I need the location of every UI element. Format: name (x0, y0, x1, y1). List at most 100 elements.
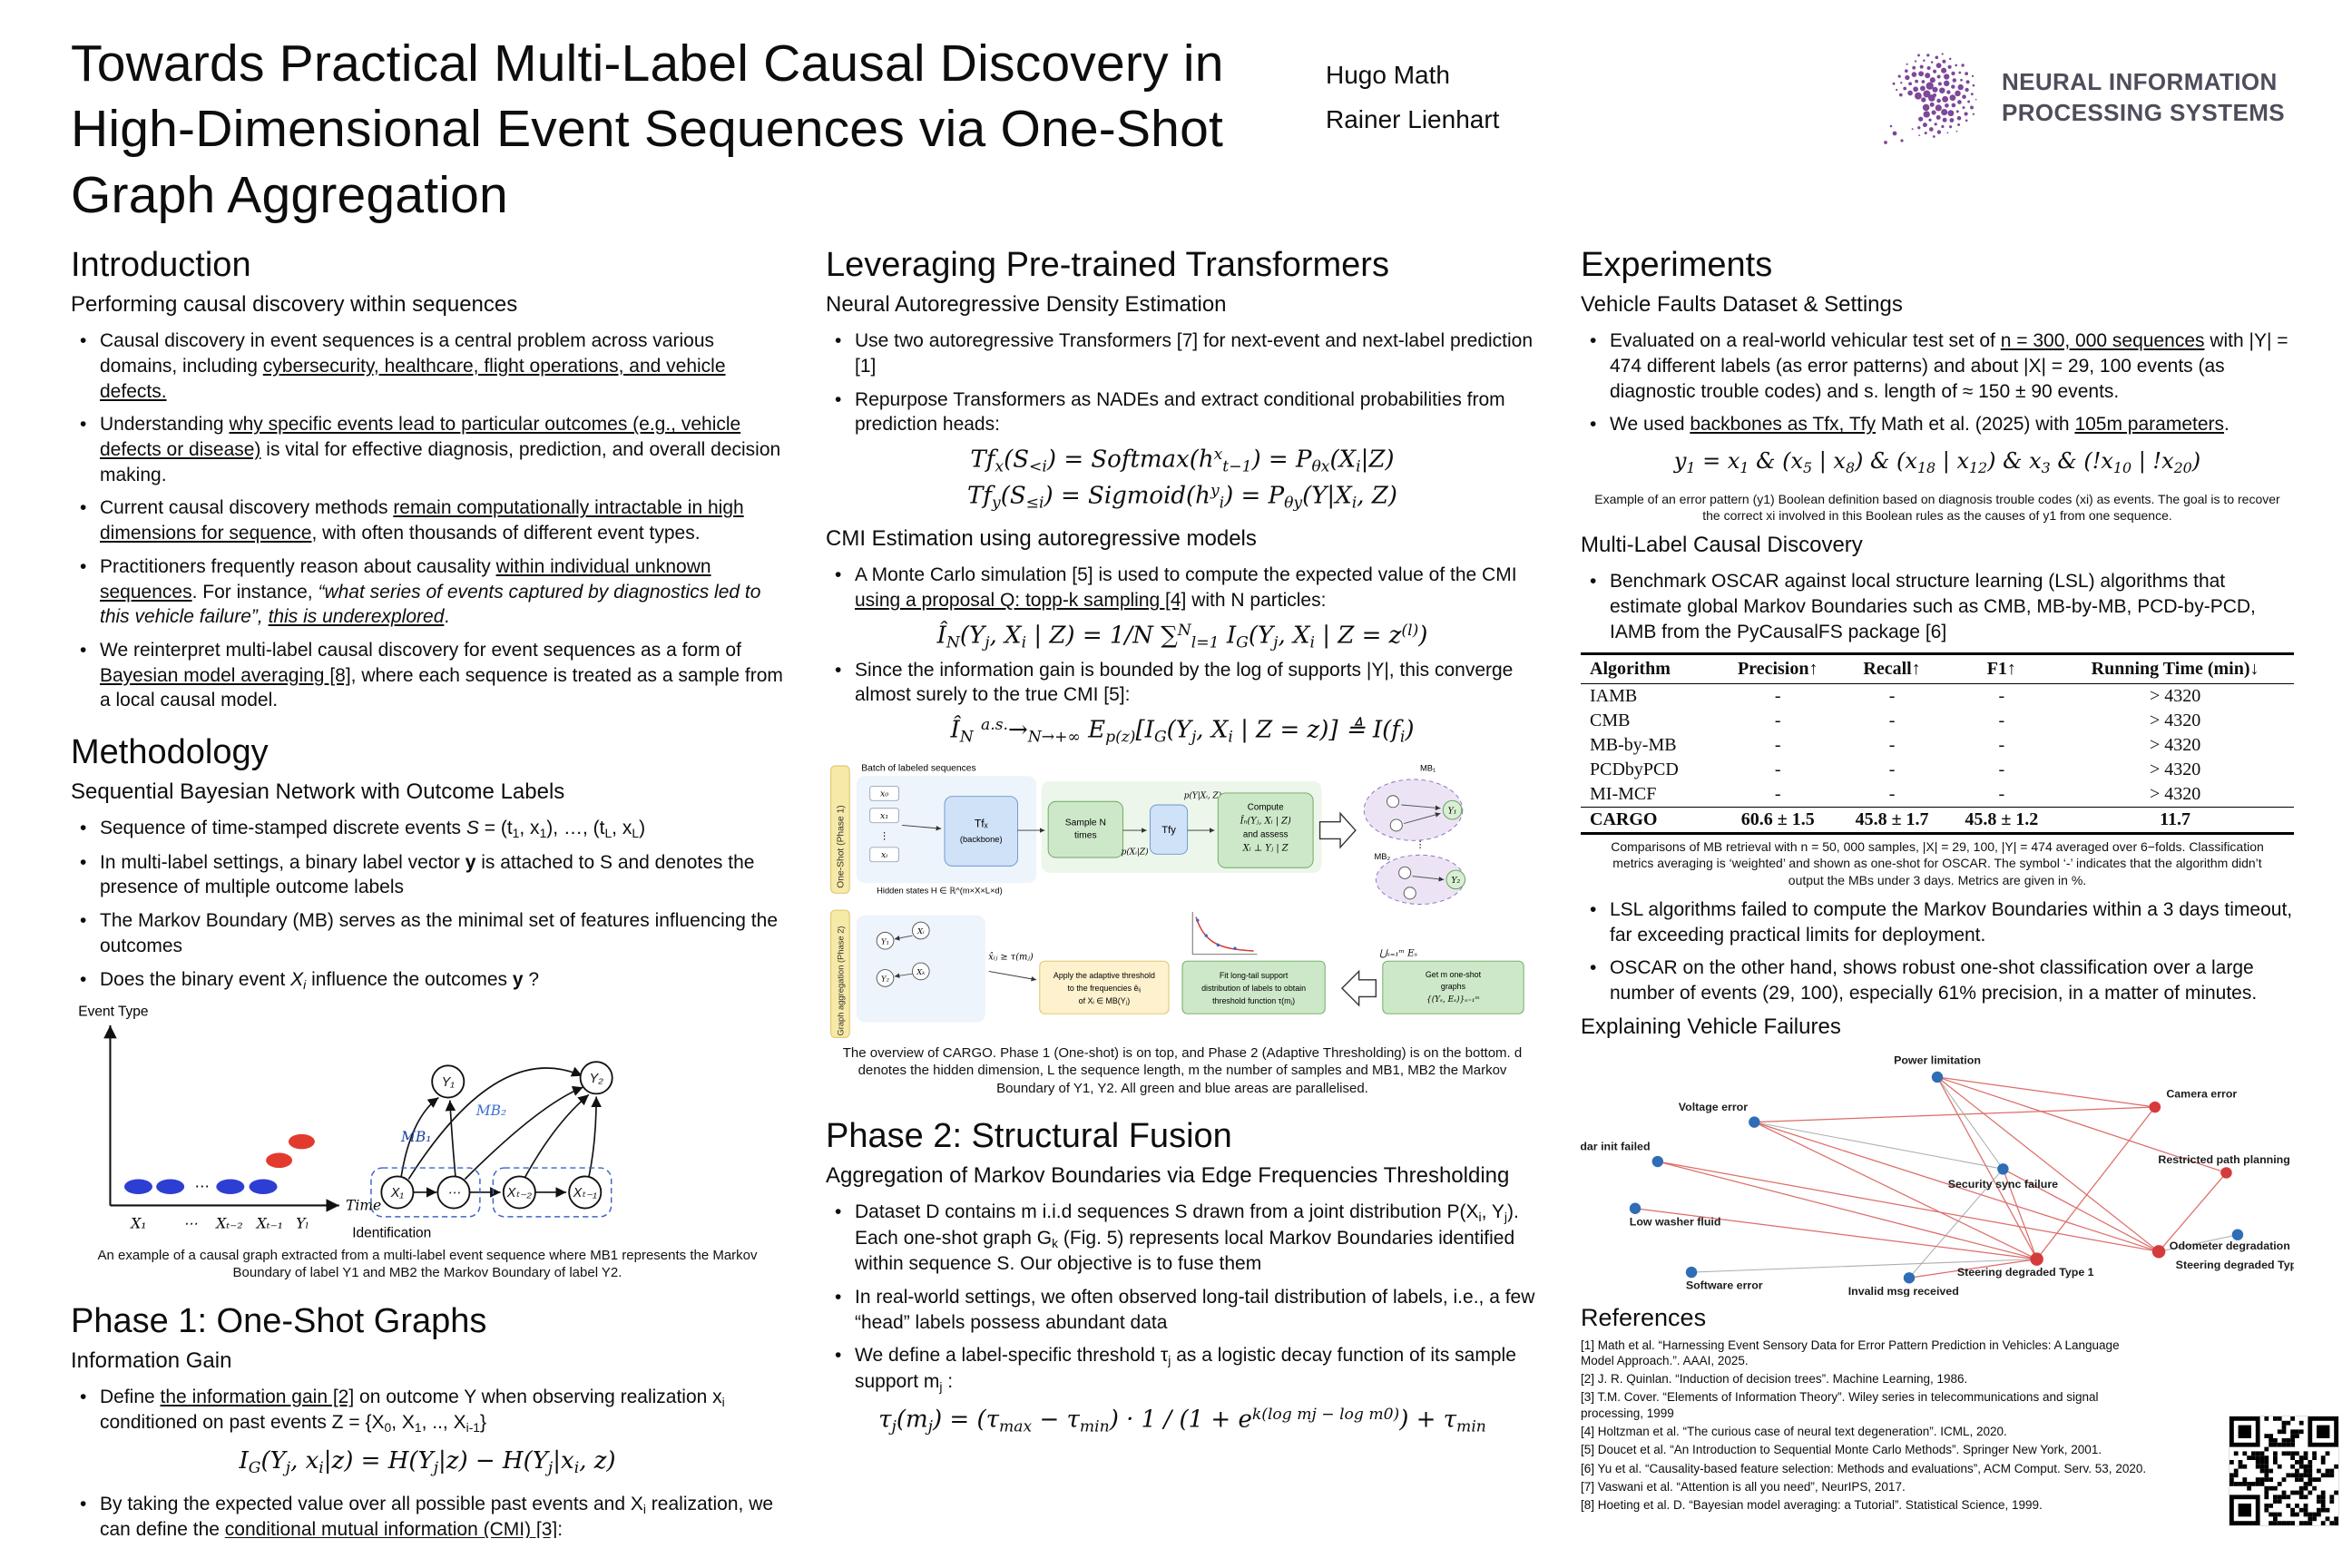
hidden-states-label: Hidden states H ∈ ℝ^(m×X×L×d) (877, 886, 1003, 895)
svg-text:Xᵢ ⊥ Yⱼ | Z: Xᵢ ⊥ Yⱼ | Z (1242, 843, 1289, 853)
bullet-item: Practitioners frequently reason about ca… (71, 554, 784, 630)
reference-item: [5] Doucet et al. “An Introduction to Se… (1581, 1443, 2102, 1457)
bullet-item: By taking the expected value over all po… (71, 1492, 784, 1538)
svg-text:to the frequencies êᵢⱼ: to the frequencies êᵢⱼ (1067, 984, 1141, 993)
table-cell: IAMB (1590, 686, 1638, 707)
svg-text:Xₜ₋₂: Xₜ₋₂ (215, 1215, 242, 1231)
tfy-label: Tfy (1161, 825, 1176, 836)
table-cell: - (1998, 710, 2005, 731)
fit-box: Fit long-tail support (1220, 971, 1289, 980)
reference-item: [1] Math et al. “Harnessing Event Sensor… (1581, 1338, 2120, 1367)
table-cell: > 4320 (2149, 686, 2201, 707)
svg-text:⋮: ⋮ (879, 831, 888, 841)
bullet-item: Dataset D contains m i.i.d sequences S d… (826, 1200, 1539, 1277)
convergence-formula: ÎN a.s.→N→+∞ Ep(z)[IG(Yj, Xi | Z = z)] ≜… (950, 716, 1415, 747)
svg-text:Y₂: Y₂ (881, 974, 890, 983)
apply-box: Apply the adaptive threshold (1054, 971, 1155, 980)
bullet-item: Understanding why specific events lead t… (71, 412, 784, 487)
methodology-bullets: Sequence of time-stamped discrete events… (71, 816, 784, 993)
section-heading-phase2: Phase 2: Structural Fusion (826, 1117, 1232, 1156)
causal-graph-figure: Event Type Time ⋯ X₁ ⋯ Xₜ₋₂ Xₜ₋₁ Yₗ (71, 1001, 784, 1282)
phase1-bullets: Define the information gain [2] on outco… (71, 1385, 784, 1436)
section-heading-experiments: Experiments (1581, 246, 1773, 285)
qr-code (2229, 1416, 2339, 1526)
dag-node-xt1: Xₜ₋₁ (573, 1186, 598, 1200)
bullet-item: We define a label-specific threshold τj … (826, 1343, 1539, 1395)
reference-item: [6] Yu et al. “Causality-based feature s… (1581, 1461, 2147, 1475)
results-table: Algorithm Precision↑ Recall↑ F1↑ Running… (1581, 652, 2294, 836)
tau-formula: τj(mj) = (τmax − τmin) · 1 ∕ (1 + ek(log… (878, 1406, 1486, 1437)
bullet-text: Dataset D contains m i.i.d sequences S d… (855, 1201, 1519, 1275)
bullet-text: By taking the expected value over all po… (100, 1493, 774, 1539)
y2-node: Y₂ (1451, 876, 1460, 886)
svg-text:of Xᵢ ∈ MB(Yⱼ): of Xᵢ ∈ MB(Yⱼ) (1079, 996, 1131, 1005)
table-header: Precision↑ (1718, 652, 1838, 685)
section-heading-references: References (1581, 1303, 1707, 1331)
svg-text:⋯: ⋯ (183, 1215, 198, 1231)
subheading-information-gain: Information Gain (71, 1348, 232, 1373)
transformers-bullets: Use two autoregressive Transformers [7] … (826, 328, 1539, 437)
svg-text:threshold function τ(mⱼ): threshold function τ(mⱼ) (1212, 996, 1295, 1005)
cmi-bullets: A Monte Carlo simulation [5] is used to … (826, 563, 1539, 612)
axis-label-time: Time (346, 1198, 381, 1214)
table-cell: - (1998, 760, 2005, 780)
bullet-text: The Markov Boundary (MB) serves as the m… (100, 910, 778, 956)
author-name: Hugo Math (1326, 61, 1450, 89)
svg-text:Îₙ(Yⱼ, Xᵢ | Z): Îₙ(Yⱼ, Xᵢ | Z) (1240, 815, 1291, 826)
svg-text:Xₖ: Xₖ (916, 967, 925, 976)
failure-node-label: Software error (1686, 1279, 1763, 1291)
bullet-item: In real-world settings, we often observe… (826, 1285, 1539, 1335)
svg-text:⋮: ⋮ (1416, 840, 1425, 850)
bullet-text: Sequence of time-stamped discrete events… (100, 818, 646, 841)
bullet-text: OSCAR on the other hand, shows robust on… (1610, 957, 2258, 1004)
table-cell: 11.7 (2056, 807, 2294, 836)
bullet-item: Causal discovery in event sequences is a… (71, 328, 784, 404)
svg-text:Y₁: Y₁ (881, 936, 889, 946)
outcome-dot (266, 1152, 293, 1169)
table-cell: > 4320 (2149, 735, 2201, 756)
table-cell: > 4320 (2149, 760, 2201, 780)
information-gain-formula: IG(Yj, xi|z) = H(Yj|z) − H(Yj|xi, z) (239, 1446, 616, 1477)
bullet-text: We used backbones as Tfx, Tfy Math et al… (1610, 414, 2230, 436)
reference-item: [2] J. R. Quinlan. “Induction of decisio… (1581, 1372, 1968, 1387)
dag-node-x1: X₁ (390, 1186, 405, 1200)
tfx-formula: Tfx(S<i) = Softmax(hxt−1) = Pθx(Xi|Z) (970, 446, 1395, 476)
experiments-bullets: Evaluated on a real-world vehicular test… (1581, 328, 2294, 437)
table-cell: - (1888, 686, 1896, 707)
section-heading-methodology: Methodology (71, 733, 269, 772)
svg-text:times: times (1074, 830, 1097, 840)
bullet-item: OSCAR on the other hand, shows robust on… (1581, 956, 2294, 1005)
table-row: PCDbyPCD---> 4320 (1581, 758, 2294, 782)
table-cell: > 4320 (2149, 710, 2201, 731)
dag-node-y2: Y₂ (590, 1072, 604, 1086)
dag-node-dots: ⋯ (447, 1186, 461, 1200)
bullet-item: Benchmark OSCAR against local structure … (1581, 569, 2294, 644)
table-caption: Comparisons of MB retrieval with n = 50,… (1611, 839, 2264, 887)
bullet-text: Understanding why specific events lead t… (100, 414, 781, 485)
subheading-methodology: Sequential Bayesian Network with Outcome… (71, 779, 565, 805)
bullet-item: In multi-label settings, a binary label … (71, 850, 784, 900)
table-cell: MB-by-MB (1590, 735, 1677, 756)
table-header-row: Algorithm Precision↑ Recall↑ F1↑ Running… (1581, 652, 2294, 685)
bullet-item: We used backbones as Tfx, Tfy Math et al… (1581, 412, 2294, 437)
bullet-item: Current causal discovery methods remain … (71, 495, 784, 545)
reference-item: [3] T.M. Cover. “Elements of Information… (1581, 1390, 2099, 1420)
table-header: Recall↑ (1837, 652, 1947, 685)
subheading-nade: Neural Autoregressive Density Estimation (826, 292, 1227, 318)
bullet-text: Repurpose Transformers as NADEs and extr… (855, 388, 1505, 436)
failure-node-label: Security sync failure (1948, 1178, 2058, 1191)
failure-node-label: Camera error (2166, 1087, 2237, 1100)
author-name: Rainer Lienhart (1326, 105, 1500, 133)
table-cell: > 4320 (2149, 784, 2201, 805)
failure-node-label: Radar init failed (1581, 1140, 1651, 1152)
section-heading-phase1: Phase 1: One-Shot Graphs (71, 1301, 487, 1340)
bullet-text: Since the information gain is bounded by… (855, 659, 1514, 706)
mb2-label: MB₂ (475, 1102, 506, 1119)
bullet-text: We define a label-specific threshold τj … (855, 1345, 1516, 1395)
bullet-text: Evaluated on a real-world vehicular test… (1610, 330, 2288, 402)
vehicle-failure-graph: Power limitation Voltage error Camera er… (1581, 1051, 2294, 1296)
subheading-intro: Performing causal discovery within seque… (71, 292, 518, 318)
column-left: Introduction Performing causal discovery… (71, 240, 784, 1538)
boolean-pattern-formula: y1 = x1 & (x5 | x8) & (x18 | x12) & x3 &… (1673, 448, 2201, 476)
